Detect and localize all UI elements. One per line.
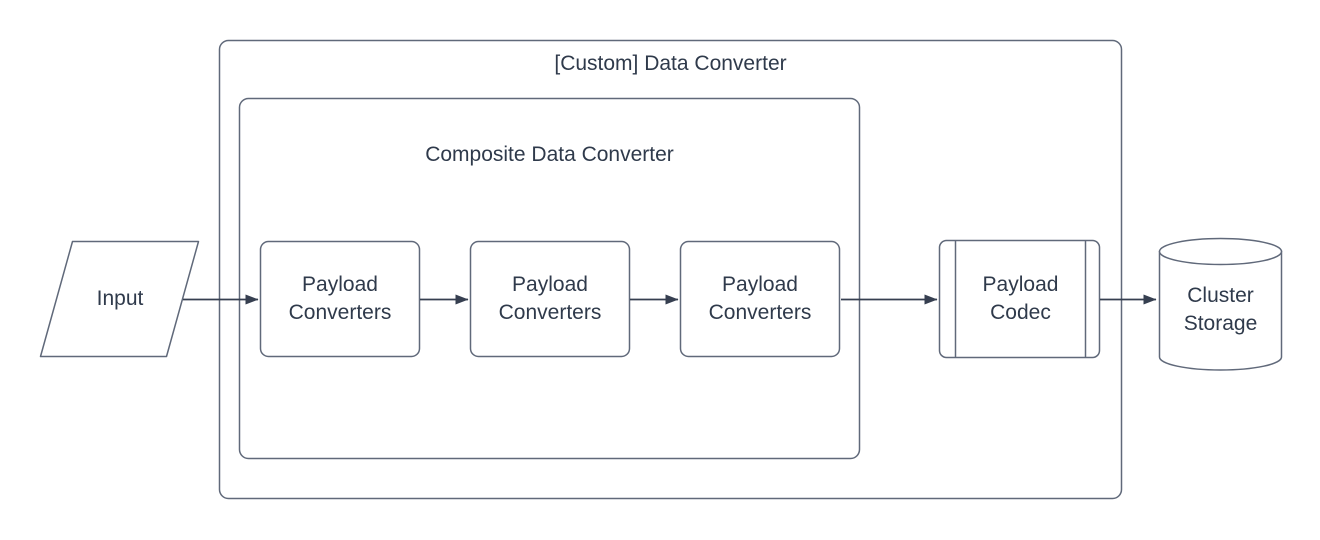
payload-converters-2-box [469, 240, 631, 358]
cluster-storage-cylinder-top [1158, 237, 1283, 266]
payload-converters-1-box [259, 240, 421, 358]
input-parallelogram-shape [39, 240, 200, 358]
payload-codec-box [938, 239, 1101, 359]
payload-converters-3-box [679, 240, 841, 358]
cluster-storage-cylinder-body [1158, 250, 1283, 371]
